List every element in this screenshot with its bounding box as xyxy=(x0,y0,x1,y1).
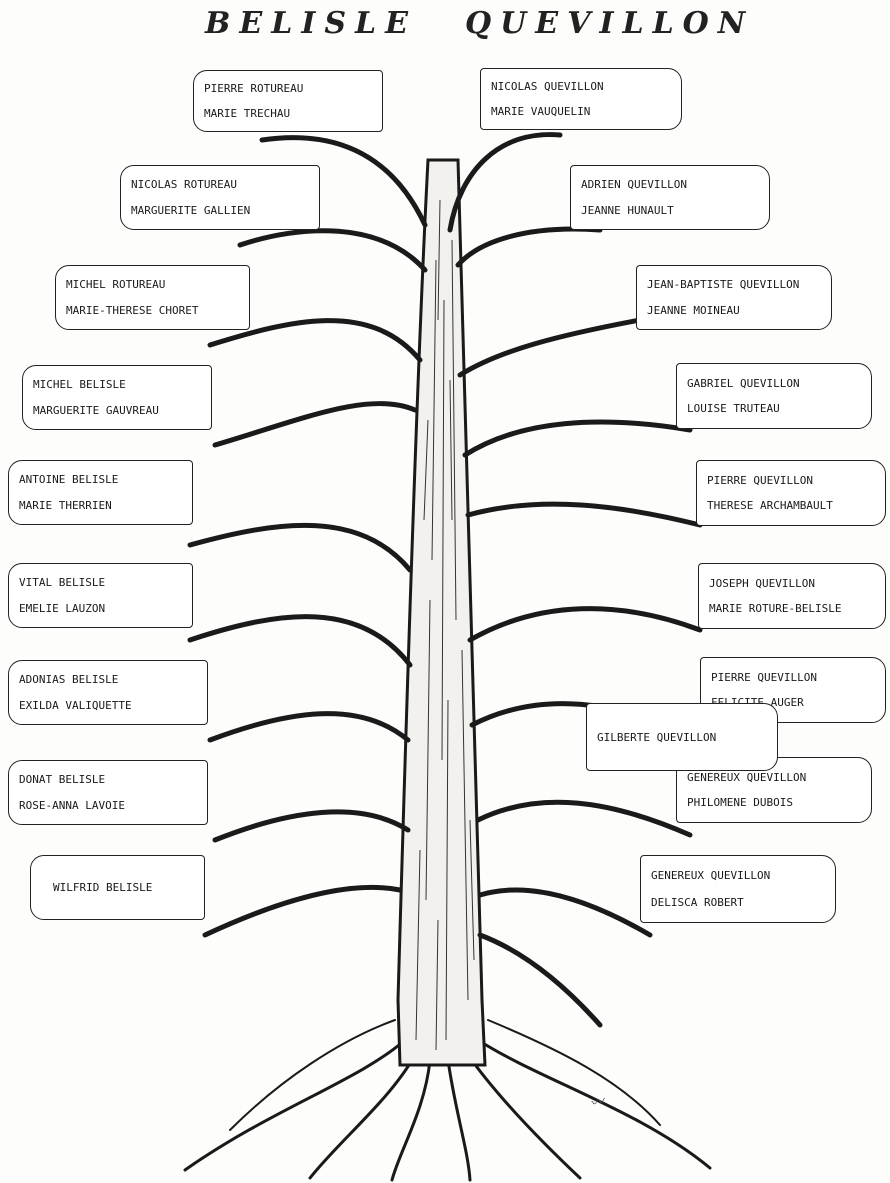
ancestor-name: JEAN-BAPTISTE QUEVILLON xyxy=(647,278,821,291)
ancestor-name: MARGUERITE GALLIEN xyxy=(131,204,309,217)
ancestor-scroll-quevillon-5: PIERRE QUEVILLON THERESE ARCHAMBAULT xyxy=(696,460,886,526)
ancestor-name: NICOLAS ROTUREAU xyxy=(131,178,309,191)
ancestor-scroll-belisle-3: MICHEL ROTUREAU MARIE-THERESE CHORET xyxy=(55,265,250,330)
title-belisle: BELISLE xyxy=(205,6,417,41)
ancestor-scroll-quevillon-3: JEAN-BAPTISTE QUEVILLON JEANNE MOINEAU xyxy=(636,265,832,330)
ancestor-name: DONAT BELISLE xyxy=(19,773,197,786)
ancestor-name: EXILDA VALIQUETTE xyxy=(19,699,197,712)
ancestor-name: MARIE-THERESE CHORET xyxy=(66,304,239,317)
ancestor-name: MARIE TRECHAU xyxy=(204,107,372,120)
ancestor-scroll-belisle-5: ANTOINE BELISLE MARIE THERRIEN xyxy=(8,460,193,525)
ancestor-name: MARIE VAUQUELIN xyxy=(491,105,671,118)
ancestor-scroll-quevillon-1: NICOLAS QUEVILLON MARIE VAUQUELIN xyxy=(480,68,682,130)
tree-trunk xyxy=(398,160,485,1065)
ancestor-scroll-belisle-6: VITAL BELISLE EMELIE LAUZON xyxy=(8,563,193,628)
ancestor-name: EMELIE LAUZON xyxy=(19,602,182,615)
ancestor-name: PIERRE ROTUREAU xyxy=(204,82,372,95)
ancestor-name: PIERRE QUEVILLON xyxy=(711,671,875,684)
ancestor-name: GENEREUX QUEVILLON xyxy=(687,771,861,784)
ancestor-name: MARIE THERRIEN xyxy=(19,499,182,512)
ancestor-name: MARIE ROTURE-BELISLE xyxy=(709,602,875,615)
ancestor-name: DELISCA ROBERT xyxy=(651,896,825,909)
ancestor-scroll-belisle-9: WILFRID BELISLE xyxy=(30,855,205,920)
ancestor-name: JOSEPH QUEVILLON xyxy=(709,577,875,590)
ancestor-scroll-quevillon-4: GABRIEL QUEVILLON LOUISE TRUTEAU xyxy=(676,363,872,429)
title-quevillon: QUEVILLON xyxy=(465,6,754,41)
ancestor-scroll-quevillon-10: GILBERTE QUEVILLON xyxy=(586,703,778,771)
ancestor-scroll-belisle-4: MICHEL BELISLE MARGUERITE GAUVREAU xyxy=(22,365,212,430)
ancestor-name: PIERRE QUEVILLON xyxy=(707,474,875,487)
ancestor-scroll-quevillon-9: GENEREUX QUEVILLON DELISCA ROBERT xyxy=(640,855,836,923)
ancestor-name: GILBERTE QUEVILLON xyxy=(597,731,767,744)
ancestor-name: ADRIEN QUEVILLON xyxy=(581,178,759,191)
ancestor-scroll-belisle-8: DONAT BELISLE ROSE-ANNA LAVOIE xyxy=(8,760,208,825)
ancestor-name: LOUISE TRUTEAU xyxy=(687,402,861,415)
ancestor-scroll-belisle-1: PIERRE ROTUREAU MARIE TRECHAU xyxy=(193,70,383,132)
ancestor-name: PHILOMENE DUBOIS xyxy=(687,796,861,809)
ancestor-name: GENEREUX QUEVILLON xyxy=(651,869,825,882)
ancestor-name: MARGUERITE GAUVREAU xyxy=(33,404,201,417)
ancestor-name: JEANNE HUNAULT xyxy=(581,204,759,217)
ancestor-name: MICHEL ROTUREAU xyxy=(66,278,239,291)
ancestor-name: NICOLAS QUEVILLON xyxy=(491,80,671,93)
ancestor-name: ADONIAS BELISLE xyxy=(19,673,197,686)
ancestor-name: WILFRID BELISLE xyxy=(53,881,194,894)
ancestor-scroll-belisle-2: NICOLAS ROTUREAU MARGUERITE GALLIEN xyxy=(120,165,320,230)
ancestor-name: GABRIEL QUEVILLON xyxy=(687,377,861,390)
ancestor-name: MICHEL BELISLE xyxy=(33,378,201,391)
ancestor-name: ANTOINE BELISLE xyxy=(19,473,182,486)
ancestor-name: THERESE ARCHAMBAULT xyxy=(707,499,875,512)
ancestor-name: VITAL BELISLE xyxy=(19,576,182,589)
ancestor-name: ROSE-ANNA LAVOIE xyxy=(19,799,197,812)
branches-left xyxy=(190,138,425,935)
ancestor-scroll-belisle-7: ADONIAS BELISLE EXILDA VALIQUETTE xyxy=(8,660,208,725)
ancestor-name: JEANNE MOINEAU xyxy=(647,304,821,317)
ancestor-scroll-quevillon-6: JOSEPH QUEVILLON MARIE ROTURE-BELISLE xyxy=(698,563,886,629)
ancestor-scroll-quevillon-2: ADRIEN QUEVILLON JEANNE HUNAULT xyxy=(570,165,770,230)
